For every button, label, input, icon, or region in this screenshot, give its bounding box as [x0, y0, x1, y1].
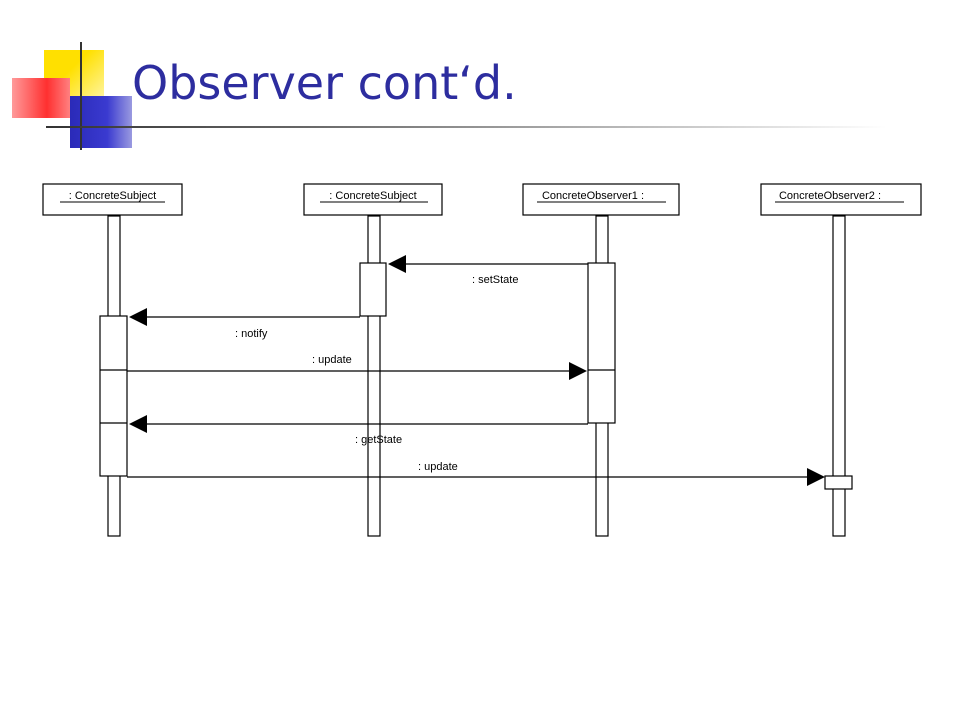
- message-label: : update: [418, 461, 458, 473]
- message-set-state: : setState: [388, 255, 588, 286]
- lifeline-label: ConcreteObserver1 :: [542, 190, 644, 202]
- lifeline-label: : ConcreteSubject: [329, 190, 416, 202]
- lifeline-header-box: [303, 183, 443, 216]
- decor-red-square: [12, 78, 70, 118]
- arrowhead-icon: [388, 255, 406, 273]
- lifeline-header-box: [42, 183, 183, 216]
- message-label: : update: [312, 354, 352, 366]
- activation-box: [587, 262, 616, 424]
- message-update-observer-1: : update: [127, 354, 587, 380]
- arrowhead-icon: [129, 415, 147, 433]
- arrowhead-icon: [569, 362, 587, 380]
- message-get-state: : getState: [129, 415, 588, 446]
- lifeline-observer-2: ConcreteObserver2 :: [760, 183, 922, 537]
- activation-box: [824, 475, 853, 490]
- message-label: : notify: [235, 328, 268, 340]
- page-title: Observer cont‘d.: [132, 56, 517, 110]
- decor-vertical-rule: [80, 42, 82, 150]
- message-label: : setState: [472, 274, 518, 286]
- lifeline-header-box: [760, 183, 922, 216]
- activation-box: [359, 262, 387, 317]
- message-label: : getState: [355, 434, 402, 446]
- lifeline-label: : ConcreteSubject: [69, 190, 156, 202]
- title-underline-rule: [46, 126, 886, 128]
- message-notify: : notify: [129, 308, 360, 340]
- activation-box: [99, 315, 128, 477]
- message-update-observer-2: : update: [127, 461, 825, 486]
- lifeline-label: ConcreteObserver2 :: [779, 190, 881, 202]
- lifeline-header-box: [522, 183, 680, 216]
- lifeline-bar: [832, 215, 846, 537]
- arrowhead-icon: [129, 308, 147, 326]
- arrowhead-icon: [807, 468, 825, 486]
